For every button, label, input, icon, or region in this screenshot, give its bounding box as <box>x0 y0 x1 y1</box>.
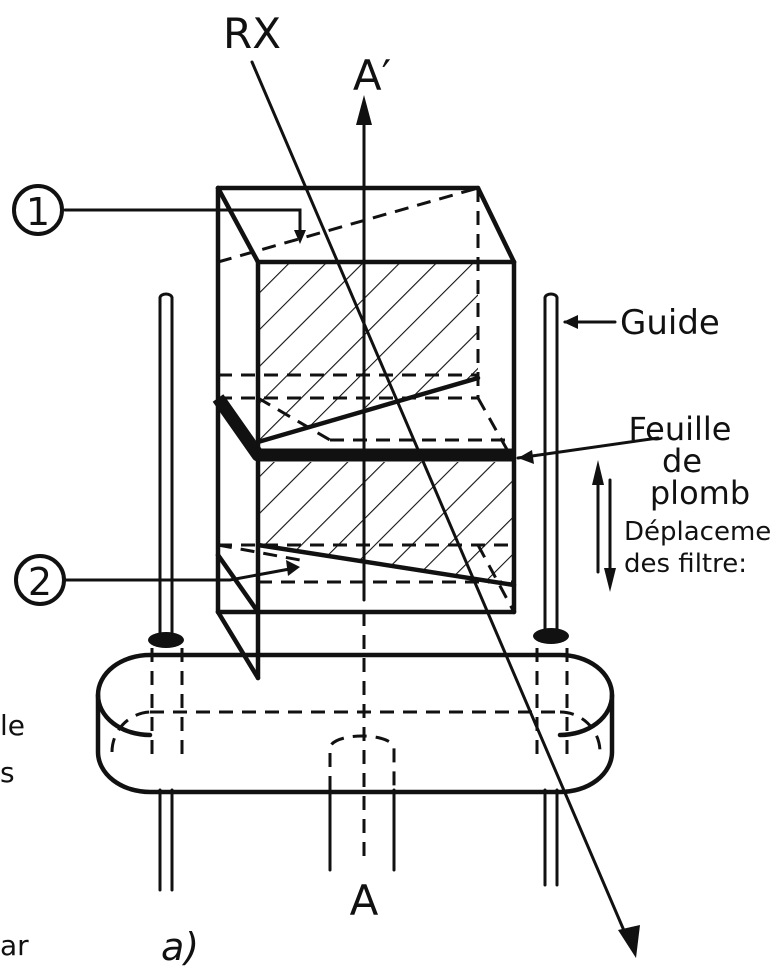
marker-1-label: 1 <box>26 190 50 234</box>
feuille-line1: Feuille <box>629 410 732 448</box>
base-block <box>95 652 615 795</box>
left-fragment-2: s <box>0 756 15 789</box>
a-prime-label: A′ <box>353 51 391 100</box>
rx-label: RX <box>223 9 281 58</box>
leader-lines <box>63 208 660 582</box>
upper-filter <box>258 262 478 442</box>
bottom-axle <box>328 734 396 872</box>
marker-2: 2 <box>14 554 66 606</box>
lead-sheet <box>212 394 514 462</box>
filter-holder-box <box>215 185 517 681</box>
axis-a-a-prime <box>356 95 372 865</box>
left-fragment-1: le <box>0 709 25 742</box>
guide-rod-right <box>533 292 569 887</box>
x-ray-beam <box>250 60 640 958</box>
guide-rod-left <box>148 292 184 892</box>
panel-label: a) <box>161 925 199 969</box>
a-label: A <box>350 876 379 925</box>
feuille-line2: de <box>662 442 702 480</box>
displacement-arrow <box>592 460 616 592</box>
guide-label: Guide <box>620 303 720 343</box>
deplacement-line2: des filtre: <box>624 549 747 579</box>
bottom-fragment: ar <box>0 929 29 962</box>
marker-1: 1 <box>12 184 64 236</box>
marker-2-label: 2 <box>28 560 52 604</box>
deplacement-line1: Déplaceme <box>624 517 771 547</box>
feuille-line3: plomb <box>650 474 750 512</box>
